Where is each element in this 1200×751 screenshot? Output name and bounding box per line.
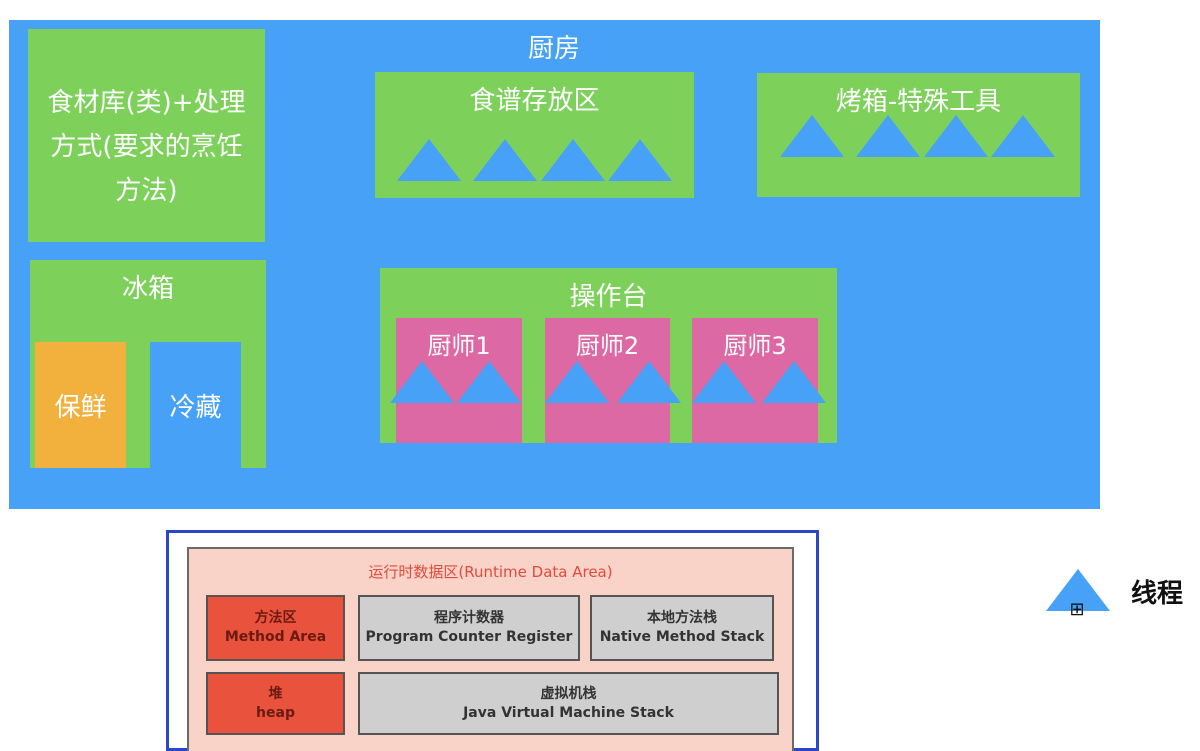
expand-icon[interactable]: ⊞	[1069, 599, 1085, 620]
thread-triangle	[692, 361, 756, 403]
counter-area: 操作台 厨师1 厨师2 厨师3	[380, 268, 837, 443]
thread-triangle	[457, 361, 521, 403]
chef-3-label: 厨师3	[723, 332, 787, 360]
oven-label: 烤箱-特殊工具	[835, 87, 1002, 117]
thread-triangle	[780, 115, 844, 157]
method-area-zh: 方法区	[254, 610, 297, 626]
thread-triangle	[924, 115, 988, 157]
method-area-en: Method Area	[224, 629, 327, 645]
native-stack-box: 本地方法栈 Native Method Stack	[590, 595, 774, 661]
thread-triangle	[991, 115, 1055, 157]
thread-triangle	[617, 361, 681, 403]
ingredient-line-3: 方法)	[115, 176, 178, 206]
thread-triangle	[473, 139, 537, 181]
recipe-area: 食谱存放区	[375, 72, 694, 198]
pc-register-zh: 程序计数器	[434, 610, 504, 626]
heap-box: 堆 heap	[206, 672, 345, 735]
chef-3: 厨师3	[692, 318, 826, 443]
thread-triangle	[856, 115, 920, 157]
thread-triangle	[762, 361, 826, 403]
cold-compartment: 冷藏	[150, 342, 241, 468]
runtime-data-area: 运行时数据区(Runtime Data Area) 方法区 Method Are…	[187, 547, 794, 751]
heap-en: heap	[256, 704, 295, 721]
chef-1-label: 厨师1	[427, 332, 491, 360]
runtime-data-area-title: 运行时数据区(Runtime Data Area)	[368, 563, 613, 581]
ingredient-store: 食材库(类)+处理 方式(要求的烹饪 方法)	[28, 29, 265, 242]
chef-2: 厨师2	[545, 318, 681, 443]
kitchen-title: 厨房	[527, 34, 580, 64]
vm-stack-box: 虚拟机栈 Java Virtual Machine Stack	[358, 672, 779, 735]
thread-triangle	[545, 361, 609, 403]
ingredient-line-2: 方式(要求的烹饪	[50, 132, 243, 162]
pc-register-en: Program Counter Register	[365, 629, 573, 645]
counter-label: 操作台	[569, 282, 648, 312]
chef-2-label: 厨师2	[575, 332, 640, 360]
native-stack-zh: 本地方法栈	[647, 610, 717, 626]
heap-zh: 堆	[268, 685, 283, 702]
legend-label: 线程	[1131, 579, 1184, 609]
thread-triangle	[397, 139, 461, 181]
native-stack-en: Native Method Stack	[599, 629, 765, 645]
chef-1: 厨师1	[390, 318, 522, 443]
vm-stack-zh: 虚拟机栈	[540, 685, 597, 702]
fridge-area: 冰箱 保鲜 冷藏	[30, 260, 266, 468]
pc-register-box: 程序计数器 Program Counter Register	[358, 595, 580, 661]
fresh-compartment: 保鲜	[35, 342, 126, 468]
thread-triangle	[390, 361, 454, 403]
thread-triangle	[608, 139, 672, 181]
recipe-label: 食谱存放区	[469, 86, 600, 116]
fridge-label: 冰箱	[121, 274, 174, 304]
legend-thread-triangle	[1046, 569, 1110, 611]
oven-area: 烤箱-特殊工具	[757, 73, 1080, 197]
thread-triangle	[541, 139, 605, 181]
vm-stack-en: Java Virtual Machine Stack	[463, 704, 674, 721]
ingredient-line-1: 食材库(类)+处理	[47, 88, 246, 118]
method-area-box: 方法区 Method Area	[206, 595, 345, 661]
